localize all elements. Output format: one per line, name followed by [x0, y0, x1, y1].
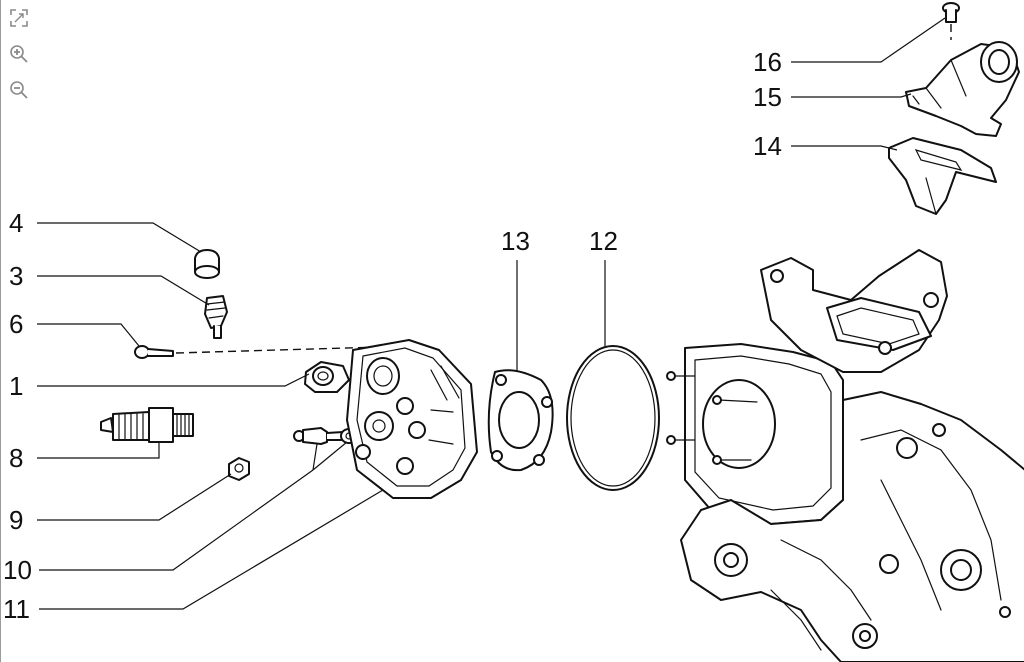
part-14-reed-valve [888, 137, 997, 215]
leader-11 [39, 489, 384, 610]
leader-14 [791, 145, 898, 151]
callout-labels: 4 3 6 1 8 9 10 11 13 12 14 15 16 [3, 47, 782, 624]
callout-6: 6 [9, 309, 23, 339]
leader-15 [791, 93, 912, 98]
zoom-in-button[interactable] [7, 42, 31, 66]
part-12-o-ring [566, 345, 660, 491]
part-1-sensor [304, 361, 350, 393]
callout-1: 1 [9, 371, 23, 401]
fit-to-screen-button[interactable] [7, 6, 31, 30]
part-8-spark-plug [100, 407, 194, 443]
leader-10 [39, 469, 314, 571]
leader-8 [37, 442, 160, 459]
leader-lines [37, 17, 946, 610]
part-10-stud [293, 427, 358, 445]
part-4-cap [194, 249, 220, 279]
zoom-out-icon [10, 81, 28, 99]
engine-block [666, 249, 1024, 662]
callout-15: 15 [753, 82, 782, 112]
leader-4 [37, 222, 202, 253]
part-13-gasket [487, 369, 554, 472]
leader-10-branches [312, 441, 348, 471]
callout-12: 12 [589, 226, 618, 256]
part-11-cylinder-head [346, 339, 478, 499]
callout-4: 4 [9, 208, 23, 238]
part-6-screw [134, 345, 382, 359]
callout-11: 11 [3, 594, 30, 624]
part-3-fitting [204, 295, 228, 339]
leader-9 [37, 473, 232, 521]
part-16-bolt [942, 2, 960, 40]
callout-16: 16 [753, 47, 782, 77]
callout-9: 9 [9, 505, 23, 535]
callout-3: 3 [9, 261, 23, 291]
callout-13: 13 [501, 226, 530, 256]
callout-8: 8 [9, 443, 23, 473]
zoom-in-icon [10, 45, 28, 63]
leader-1 [37, 373, 310, 387]
zoom-out-button[interactable] [7, 78, 31, 102]
leader-3 [37, 275, 210, 306]
callout-14: 14 [753, 131, 782, 161]
part-15-intake-manifold [905, 41, 1020, 137]
fit-to-screen-icon [10, 9, 28, 27]
part-9-nut [228, 457, 250, 481]
leader-16 [791, 17, 946, 63]
callout-10: 10 [3, 555, 32, 585]
leader-6 [37, 323, 140, 347]
